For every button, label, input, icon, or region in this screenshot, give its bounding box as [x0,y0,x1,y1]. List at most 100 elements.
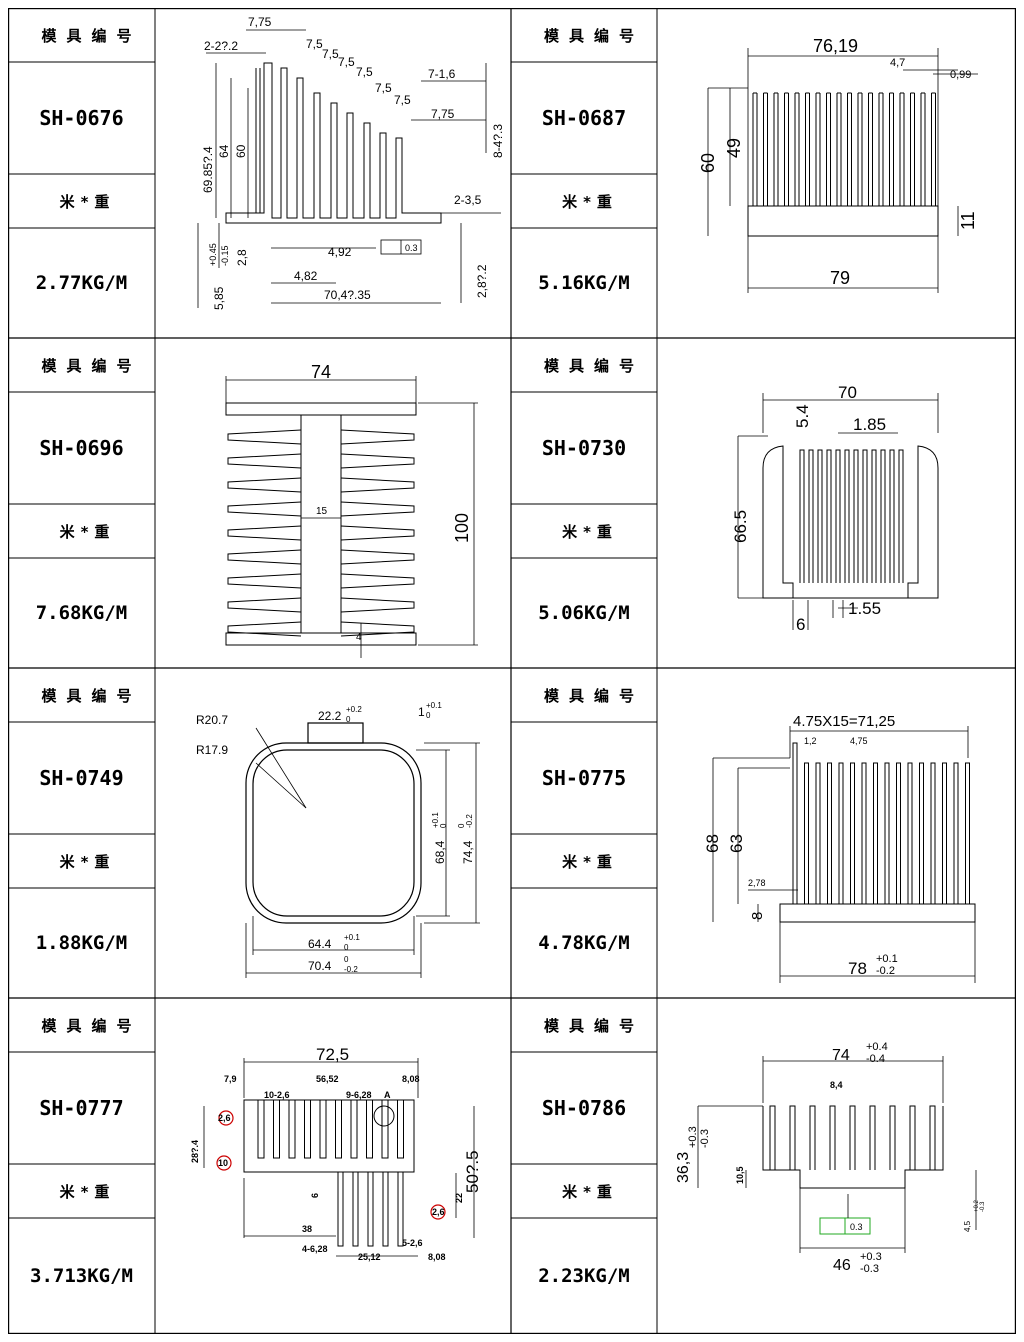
dim-text: 68 [703,834,722,853]
dim-text: 7,9 [224,1074,237,1084]
dim-text: 4.75X15=71,25 [793,713,895,730]
dim-text: 68,4 [433,840,447,864]
dim-text: 50?.5 [463,1150,482,1193]
drawing-sh-0775: 4.75X15=71,25 1,2 4,75 68 63 2,78 8 78 +… [703,713,976,983]
dim-text: A [384,1090,391,1100]
mold-no-label: 模具编号 [543,356,644,375]
dim-text: 0 [426,711,431,720]
dim-text: 2,8?.2 [475,264,489,298]
dim-text: 56,52 [316,1074,339,1084]
weight-value: 5.06KG/M [538,602,630,624]
dim-text: 10,5 [735,1166,745,1184]
dim-text: -0.15 [220,245,230,266]
table-grid-lines [8,8,1016,1334]
dim-text: 2,6 [218,1113,231,1123]
dim-text: 22.2 [318,709,342,723]
dim-text: 0 [344,955,349,964]
dim-text: 4,7 [890,57,905,69]
weight-label: 米*重 [59,192,116,211]
dim-text: 7,5 [394,93,411,107]
drawing-sh-0777: 72,5 7,9 56,52 8,08 10-2,6 9-6,28 A 2,6 … [190,1045,482,1262]
drawing-sh-0749: R20.7 R17.9 22.2 +0.2 0 1 +0.1 0 68,4 +0… [196,701,480,978]
dim-text: 70,4?.35 [324,288,371,302]
dim-text: 69.85?.4 [201,146,215,193]
dim-text: 15 [316,506,328,517]
dim-text: +0.45 [208,243,218,266]
dim-text: 7,75 [248,15,272,29]
dim-text: 1,2 [804,736,817,746]
dim-text: R17.9 [196,743,228,757]
weight-value: 4.78KG/M [538,932,630,954]
dim-text: 7,5 [338,55,355,69]
drawing-sh-0696: 74 15 100 4 [225,362,478,658]
dim-text: 2-2?.2 [204,39,238,53]
model-code: SH-0775 [541,766,627,790]
dim-text: 5-2,6 [402,1238,423,1248]
dim-text: +0.2 [346,705,362,714]
dim-text: 22 [454,1193,464,1203]
dim-text: 79 [830,268,850,288]
dim-text: 11 [958,211,978,230]
dim-text: +0.3 [687,1126,699,1148]
dim-text: 1 [418,705,425,719]
weight-value: 5.16KG/M [538,272,630,294]
drawing-sh-0687: 76,19 4,7 0,99 60 49 11 79 [698,36,978,293]
dim-text: 0 [439,823,448,828]
dim-text: 46 [833,1257,851,1274]
weight-label: 米*重 [562,1182,618,1201]
dim-text: 76,19 [813,36,858,56]
model-code: SH-0749 [39,766,124,790]
dim-text: 1.85 [853,415,886,434]
dim-text: 2,78 [748,878,766,888]
dim-text: 0.3 [850,1222,863,1232]
model-code: SH-0676 [39,106,124,130]
drawing-sh-0676: 7,75 2-2?.2 7,5 7,5 7,5 7,5 7,5 7,5 7-1,… [197,15,505,310]
dim-text: 2,8 [235,249,249,266]
weight-value: 1.88KG/M [35,932,128,954]
dim-text: 1.55 [848,599,881,618]
dim-text: 70 [838,383,857,402]
dim-text: -0.4 [866,1053,885,1065]
dim-text: 78 [848,959,867,978]
dim-text: -0.2 [344,965,358,974]
dim-text: 6 [310,1193,320,1198]
drawing-sh-0730: 70 5.4 1.85 66.5 6 1.55 [731,383,939,634]
dim-text: 7,5 [322,47,339,61]
dim-text: +0.3 [860,1251,882,1263]
weight-label: 米*重 [59,1182,116,1201]
dim-text: R20.7 [196,713,228,727]
weight-value: 2.23KG/M [538,1265,630,1287]
dim-text: 6 [796,615,805,634]
dim-text: -0.3 [699,1129,711,1148]
dim-text: 8-4?.3 [491,124,505,158]
dim-text: -0.3 [860,1263,879,1275]
mold-no-label: 模具编号 [41,1016,142,1035]
mold-no-label: 模具编号 [41,26,142,45]
model-code: SH-0730 [541,436,627,460]
weight-label: 米*重 [562,192,618,211]
dim-text: 4,92 [328,245,352,259]
dim-text: 4,5 [963,1220,972,1232]
dim-text: +0.1 [426,701,442,710]
dim-text: +0.2 [974,1199,980,1212]
dim-text: 60 [234,144,248,158]
dim-text: 0 [346,715,351,724]
dim-text: 7,75 [431,107,455,121]
dim-text: 63 [727,834,746,853]
dim-text: 38 [302,1224,312,1234]
weight-label: 米*重 [59,852,116,871]
dim-text: 10 [218,1158,228,1168]
mold-no-label: 模具编号 [543,686,644,705]
dim-text: 49 [724,138,744,158]
weight-value: 7.68KG/M [35,602,128,624]
dim-text: +0.1 [344,933,360,942]
model-code: SH-0696 [39,436,124,460]
dim-text: 10-2,6 [264,1090,290,1100]
dim-text: 7,5 [375,81,392,95]
dim-text: 7,5 [356,65,373,79]
weight-label: 米*重 [59,522,116,541]
dim-text: 0 [344,943,349,952]
dim-text: 7,5 [306,37,323,51]
dim-text: +0.4 [866,1041,888,1053]
